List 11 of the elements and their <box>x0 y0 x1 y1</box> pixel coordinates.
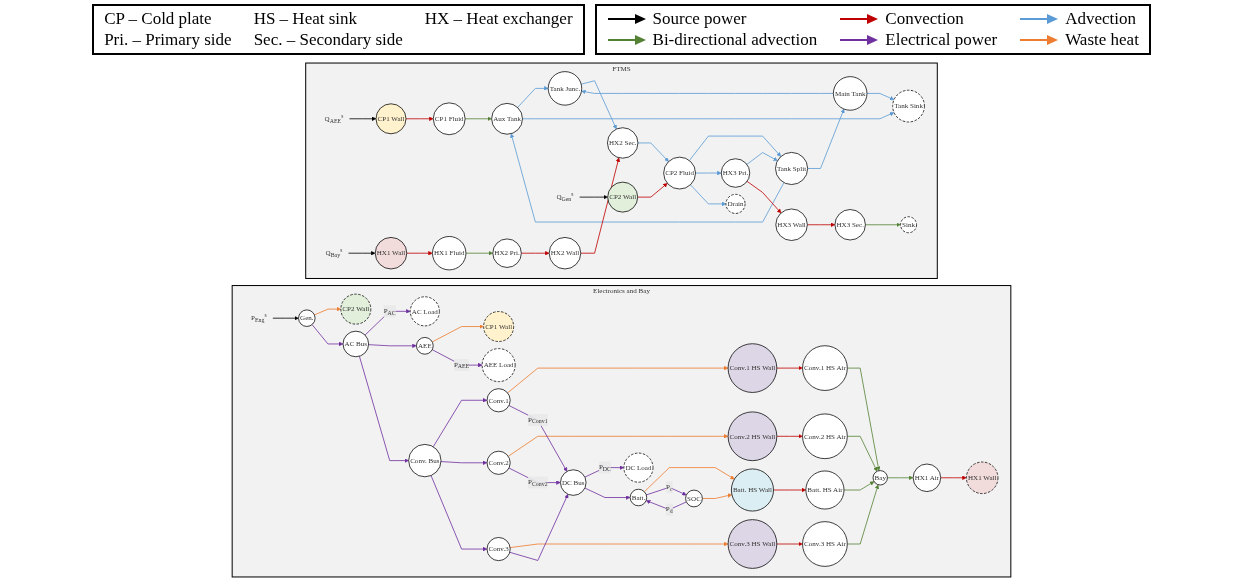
legend-label: Advection <box>1065 9 1136 29</box>
legend-label: Electrical power <box>885 30 998 50</box>
abbreviation-text: HX – Heat exchanger <box>424 9 573 29</box>
legend-label: Convection <box>885 9 964 29</box>
legend-label: Waste heat <box>1065 30 1139 50</box>
abbreviation-text: CP – Cold plate <box>104 9 213 29</box>
abbreviation-text: HS – Heat sink <box>253 9 359 29</box>
legend-label: Source power <box>652 9 747 29</box>
legend-label: Bi-directional advection <box>652 30 818 50</box>
abbreviation-text: Sec. – Secondary side <box>253 30 403 50</box>
abbreviation-text: Pri. – Primary side <box>104 30 232 50</box>
